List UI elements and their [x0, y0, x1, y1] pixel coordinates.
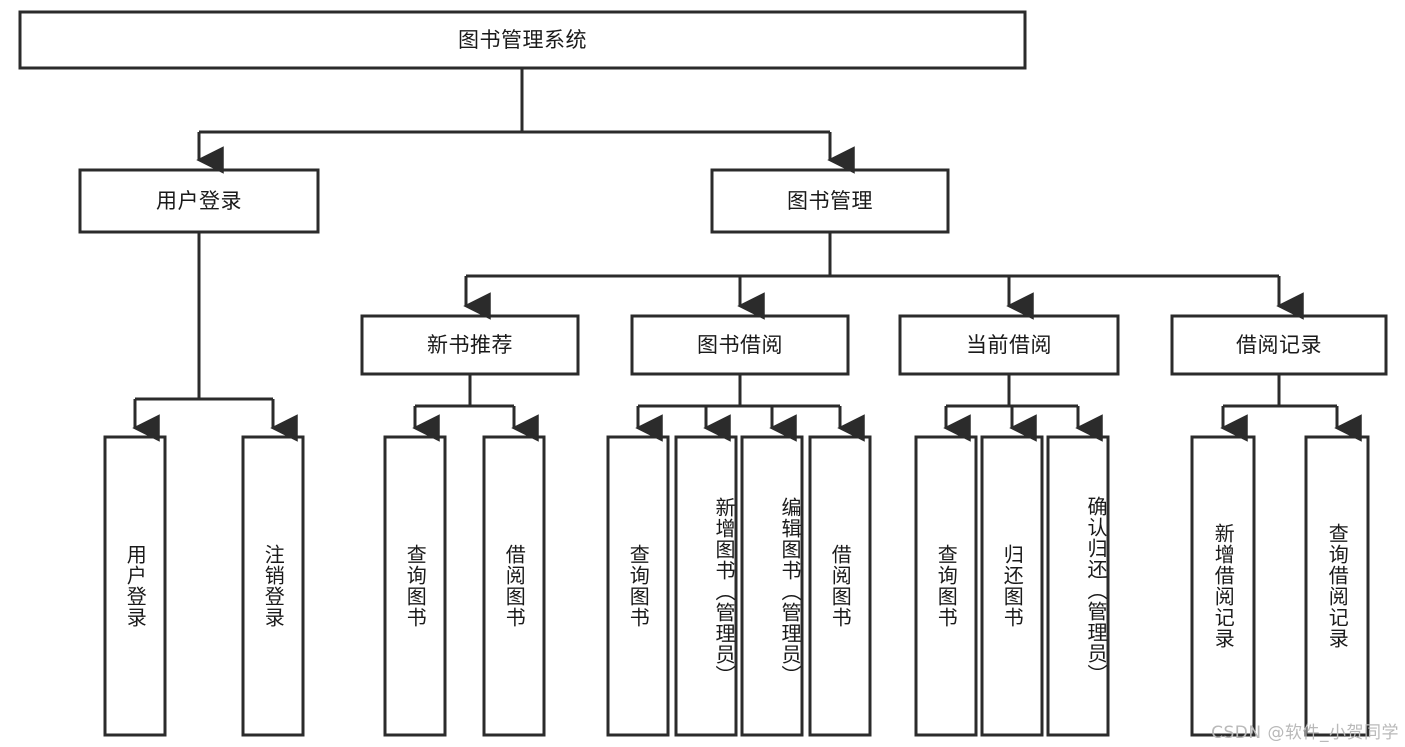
box-leaf-add-book-admin[interactable]	[674, 435, 738, 737]
box-new-book-recommend[interactable]	[360, 314, 580, 376]
connector-recommend-to-leaves	[412, 374, 539, 442]
connector-userlogin-to-leaves	[132, 232, 298, 442]
box-leaf-logout-login[interactable]	[241, 435, 305, 737]
box-leaf-query-book-borrow[interactable]	[606, 435, 670, 737]
box-leaf-edit-book-admin[interactable]	[740, 435, 804, 737]
box-leaf-borrow-book-recommend[interactable]	[482, 435, 546, 737]
connector-root-to-level1	[196, 68, 855, 174]
box-leaf-query-borrow-record[interactable]	[1304, 435, 1370, 737]
box-leaf-return-book[interactable]	[980, 435, 1044, 737]
connector-bookmgmt-to-level2	[463, 232, 1304, 320]
box-leaf-user-login[interactable]	[103, 435, 167, 737]
node-boxes	[18, 10, 1388, 737]
box-leaf-confirm-return-admin[interactable]	[1046, 435, 1110, 737]
box-leaf-query-book-recommend[interactable]	[383, 435, 447, 737]
box-user-login[interactable]	[78, 168, 320, 234]
box-book-borrow[interactable]	[630, 314, 850, 376]
box-leaf-query-book-current[interactable]	[914, 435, 978, 737]
connector-borrowrecord-to-leaves	[1220, 374, 1362, 442]
box-root[interactable]	[18, 10, 1027, 70]
box-book-management[interactable]	[710, 168, 950, 234]
box-current-borrow[interactable]	[898, 314, 1120, 376]
box-borrow-record[interactable]	[1170, 314, 1388, 376]
connector-bookborrow-to-leaves	[635, 374, 865, 442]
box-leaf-add-borrow-record[interactable]	[1190, 435, 1256, 737]
box-leaf-borrow-book[interactable]	[808, 435, 872, 737]
connector-currentborrow-to-leaves	[943, 374, 1103, 442]
